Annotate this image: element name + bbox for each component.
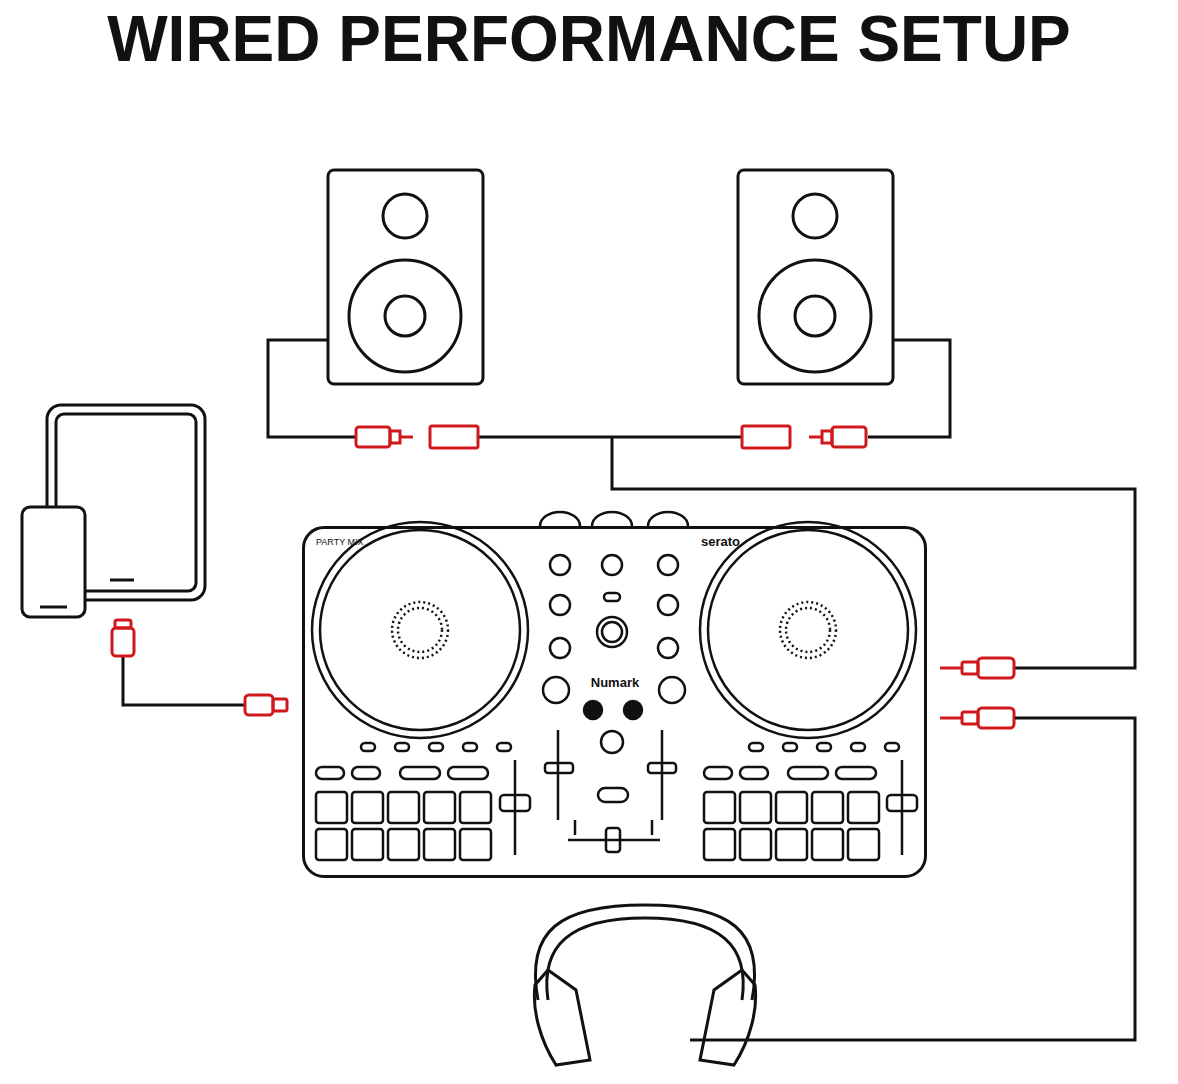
jack-plug [940,658,1014,728]
speaker [328,170,483,384]
controller-pad [848,792,879,823]
controller-pad [388,829,419,860]
controller-pad [704,767,732,779]
controller-pad [424,792,455,823]
controller-pad [783,743,797,751]
controller-pad [704,829,735,860]
controller-pad [497,743,511,751]
controller-pad [788,767,828,779]
controller-pad [361,743,375,751]
controller-pad [740,829,771,860]
controller-pad [448,767,488,779]
controller-pad [749,743,763,751]
controller-pad [424,829,455,860]
controller-pad [400,767,440,779]
controller-pad [740,767,768,779]
controller-pad [352,792,383,823]
controller-pad [817,743,831,751]
brand-label: PARTY MIX [316,537,364,547]
usb-cable [112,620,287,715]
controller-pad [352,767,380,779]
brand-logo: Numark [591,675,639,690]
controller-pad [316,829,347,860]
controller-pad [885,743,899,751]
dj-controller: PARTY MIX seratoNumark [302,526,927,878]
phone [22,507,85,617]
controller-detail [312,512,917,855]
brand-logo: serato [701,534,740,549]
controller-pad [740,792,771,823]
controller-pad [812,829,843,860]
controller-pad [463,743,477,751]
controller-pad [848,829,879,860]
controller-pad [388,792,419,823]
controller-pad [851,743,865,751]
controller-pad [460,792,491,823]
page-title: WIRED PERFORMANCE SETUP [0,2,1178,76]
controller-pad [316,792,347,823]
controller-pad [776,792,807,823]
controller-pad [812,792,843,823]
controller-pad [316,767,344,779]
controller-pad [429,743,443,751]
controller-pad [352,829,383,860]
controller-pad [776,829,807,860]
controller-pad [836,767,876,779]
controller-pad [704,792,735,823]
controller-pads [316,743,899,860]
headphones [534,905,755,1065]
rca-plug [356,426,866,448]
speaker [738,170,893,384]
controller-pad [395,743,409,751]
controller-pad [460,829,491,860]
